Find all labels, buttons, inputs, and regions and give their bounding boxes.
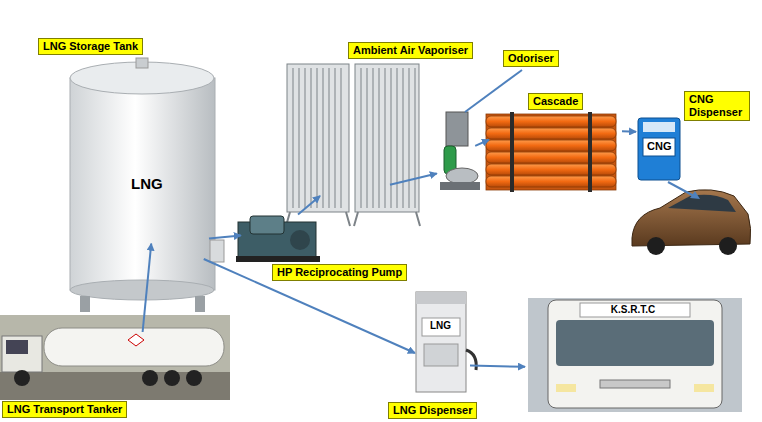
equipment-marking: LNG	[430, 320, 451, 331]
equipment-node: Odoriser	[432, 108, 480, 192]
flow-arrow	[390, 174, 437, 185]
flow-arrow	[475, 140, 489, 146]
flow-arrow	[143, 244, 152, 332]
flow-arrow	[622, 130, 636, 132]
equipment-marking: CNG	[647, 140, 671, 152]
component-label: LNG Dispenser	[388, 402, 477, 419]
flow-arrow	[209, 235, 241, 238]
component-label: LNG Storage Tank	[38, 38, 143, 55]
equipment-node: LNG Storage TankLNG	[55, 55, 230, 310]
equipment-node: LNG DispenserLNG	[412, 290, 470, 395]
component-label: LNG Transport Tanker	[2, 401, 127, 418]
equipment-node: HP Reciprocating Pump	[232, 212, 320, 264]
equipment-node: K.S.R.T.C	[525, 296, 745, 414]
flow-arrow	[470, 366, 525, 367]
equipment-node: Ambient Air Vaporiser	[285, 60, 425, 220]
component-label: CNG Dispenser	[684, 91, 750, 121]
component-label: HP Reciprocating Pump	[272, 264, 407, 281]
equipment-node: Cascade	[482, 110, 622, 195]
flow-arrow	[298, 196, 320, 215]
component-label: Odoriser	[503, 50, 559, 67]
equipment-marking: K.S.R.T.C	[611, 304, 655, 315]
component-label: Ambient Air Vaporiser	[348, 42, 473, 59]
equipment-node: LNG Transport Tanker	[0, 315, 230, 400]
flow-arrow	[204, 259, 415, 353]
equipment-node: CNG DispenserCNG	[636, 118, 682, 180]
equipment-marking: LNG	[131, 175, 163, 192]
component-label: Cascade	[528, 93, 583, 110]
